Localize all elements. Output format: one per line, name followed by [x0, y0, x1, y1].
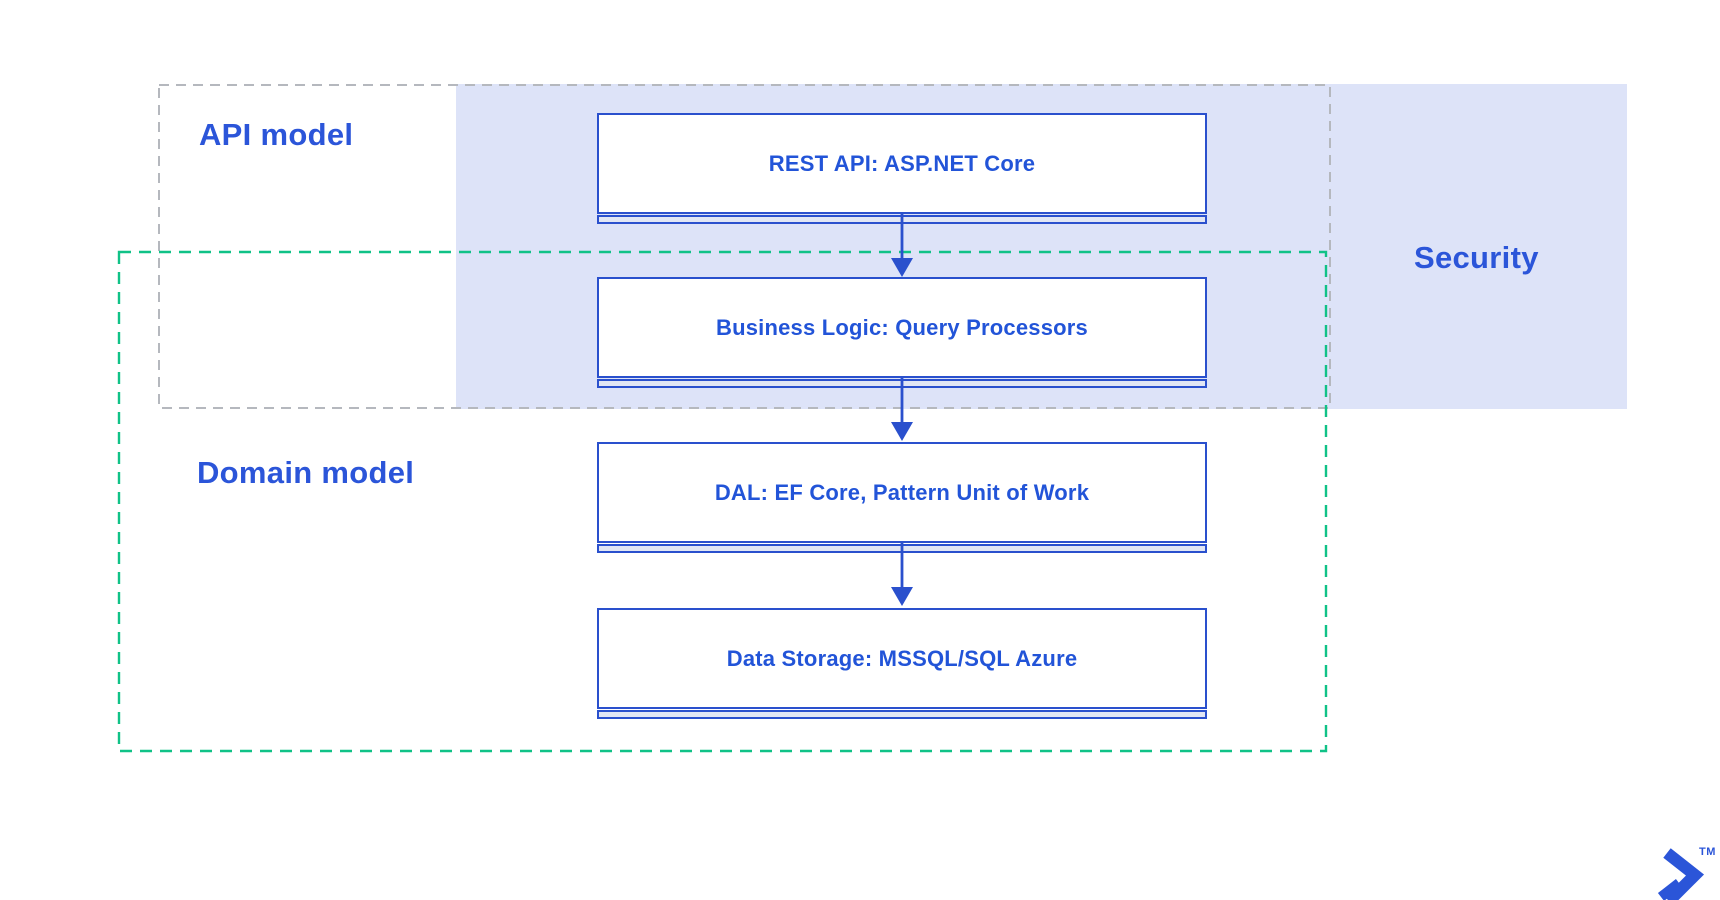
- rest-api-box-main: REST API: ASP.NET Core: [597, 113, 1207, 214]
- business-logic-box-main: Business Logic: Query Processors: [597, 277, 1207, 378]
- trademark-label: TM: [1699, 846, 1716, 858]
- rest-api-box-base-strip: [597, 215, 1207, 224]
- data-storage-box-label: Data Storage: MSSQL/SQL Azure: [726, 645, 1078, 671]
- business-logic-box-base-strip: [597, 379, 1207, 388]
- dal-box-main: DAL: EF Core, Pattern Unit of Work: [597, 442, 1207, 543]
- data-storage-box-main: Data Storage: MSSQL/SQL Azure: [597, 608, 1207, 709]
- dal-box-label: DAL: EF Core, Pattern Unit of Work: [714, 479, 1090, 505]
- data-storage-box-base-strip: [597, 710, 1207, 719]
- api-model-label: API model: [199, 117, 354, 152]
- dal-box: DAL: EF Core, Pattern Unit of Work: [597, 442, 1207, 553]
- toptal-logo: TM: [1655, 845, 1720, 900]
- business-logic-box: Business Logic: Query Processors: [597, 277, 1207, 388]
- rest-api-box: REST API: ASP.NET Core: [597, 113, 1207, 224]
- business-logic-box-label: Business Logic: Query Processors: [716, 314, 1088, 340]
- security-label: Security: [1414, 240, 1539, 275]
- data-storage-box: Data Storage: MSSQL/SQL Azure: [597, 608, 1207, 719]
- rest-api-box-label: REST API: ASP.NET Core: [768, 150, 1036, 176]
- toptal-logo-icon: [1657, 848, 1705, 900]
- domain-model-label: Domain model: [197, 455, 415, 490]
- dal-box-base-strip: [597, 544, 1207, 553]
